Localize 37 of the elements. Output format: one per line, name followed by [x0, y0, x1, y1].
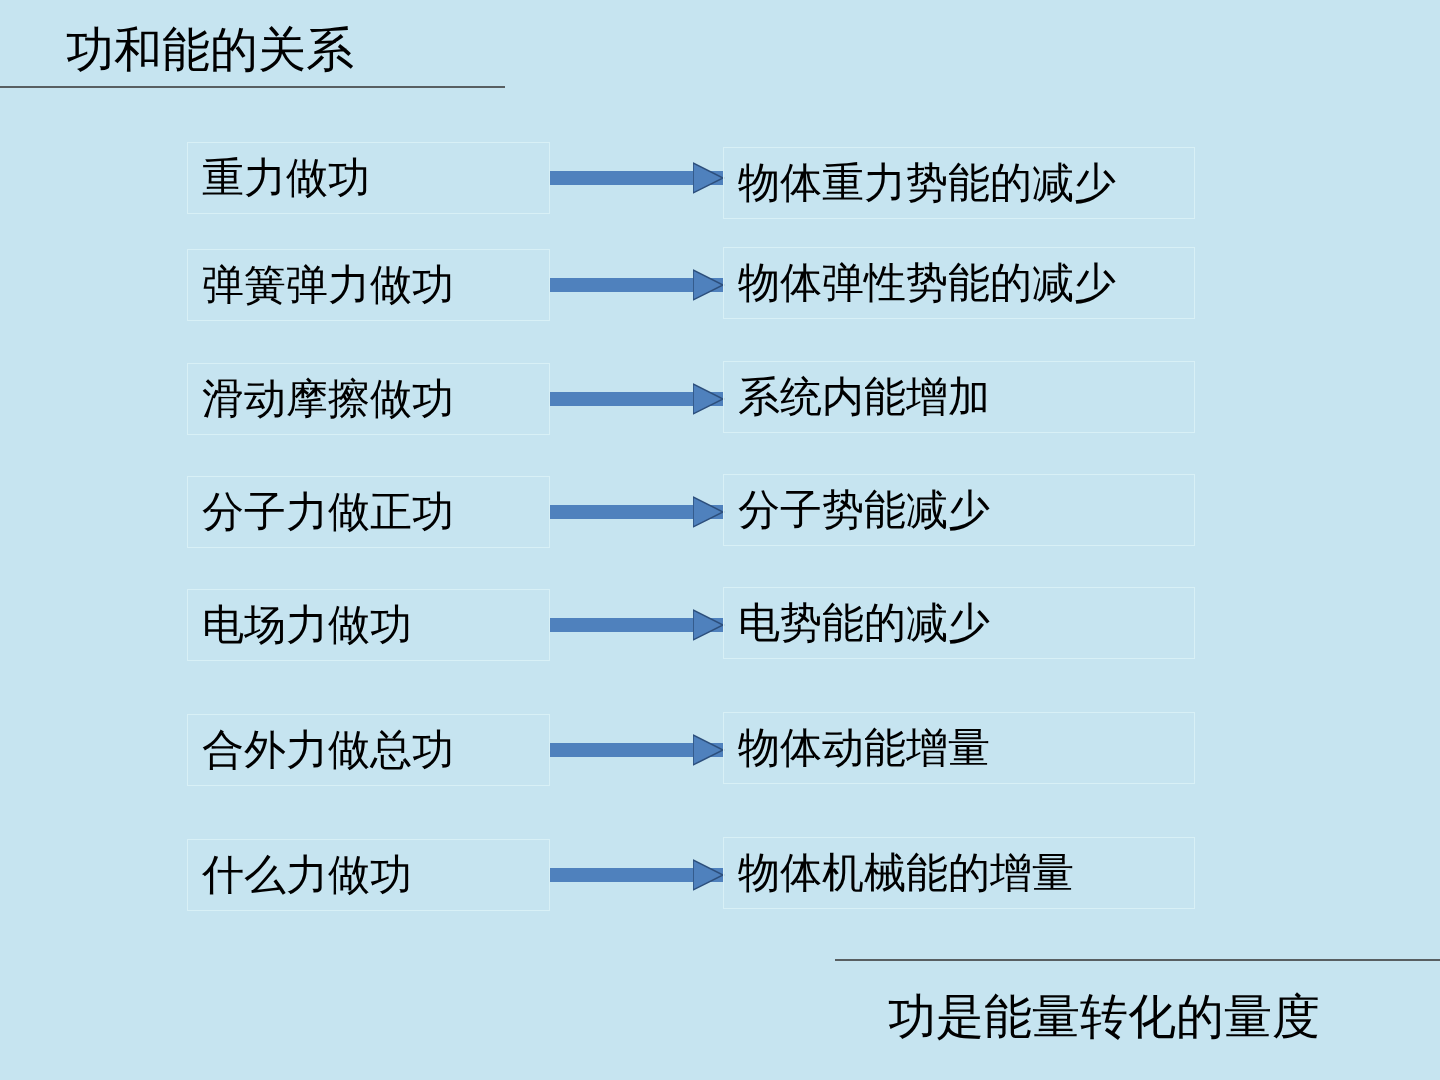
- box-label: 电场力做功: [202, 599, 412, 651]
- arrow: [550, 162, 724, 194]
- text-box: [187, 142, 550, 214]
- text-box: [723, 361, 1195, 433]
- text-box: [723, 474, 1195, 546]
- text-box: [723, 587, 1195, 659]
- text-box: [723, 837, 1195, 909]
- arrow: [550, 383, 724, 415]
- box-label: 物体机械能的增量: [738, 847, 1074, 899]
- caption-text: 功是能量转化的量度: [888, 987, 1320, 1046]
- arrow: [550, 609, 724, 641]
- slide-title: 功和能的关系: [66, 20, 354, 79]
- box-label: 弹簧弹力做功: [202, 259, 454, 311]
- box-label: 物体弹性势能的减少: [738, 257, 1116, 309]
- box-label: 什么力做功: [202, 849, 412, 901]
- arrow: [550, 269, 724, 301]
- text-box: [723, 247, 1195, 319]
- box-label: 物体重力势能的减少: [738, 157, 1116, 209]
- text-box: [723, 147, 1195, 219]
- text-box: [187, 476, 550, 548]
- arrow: [550, 496, 724, 528]
- text-box: [187, 839, 550, 911]
- text-box: [187, 363, 550, 435]
- arrow: [550, 734, 724, 766]
- text-box: [187, 714, 550, 786]
- text-box: [187, 249, 550, 321]
- box-label: 电势能的减少: [738, 597, 990, 649]
- arrow: [550, 859, 724, 891]
- text-box: [723, 712, 1195, 784]
- box-label: 重力做功: [202, 152, 370, 204]
- box-label: 合外力做总功: [202, 724, 454, 776]
- box-label: 分子势能减少: [738, 484, 990, 536]
- box-label: 系统内能增加: [738, 371, 990, 423]
- text-box: [187, 589, 550, 661]
- box-label: 分子力做正功: [202, 486, 454, 538]
- box-label: 滑动摩擦做功: [202, 373, 454, 425]
- box-label: 物体动能增量: [738, 722, 990, 774]
